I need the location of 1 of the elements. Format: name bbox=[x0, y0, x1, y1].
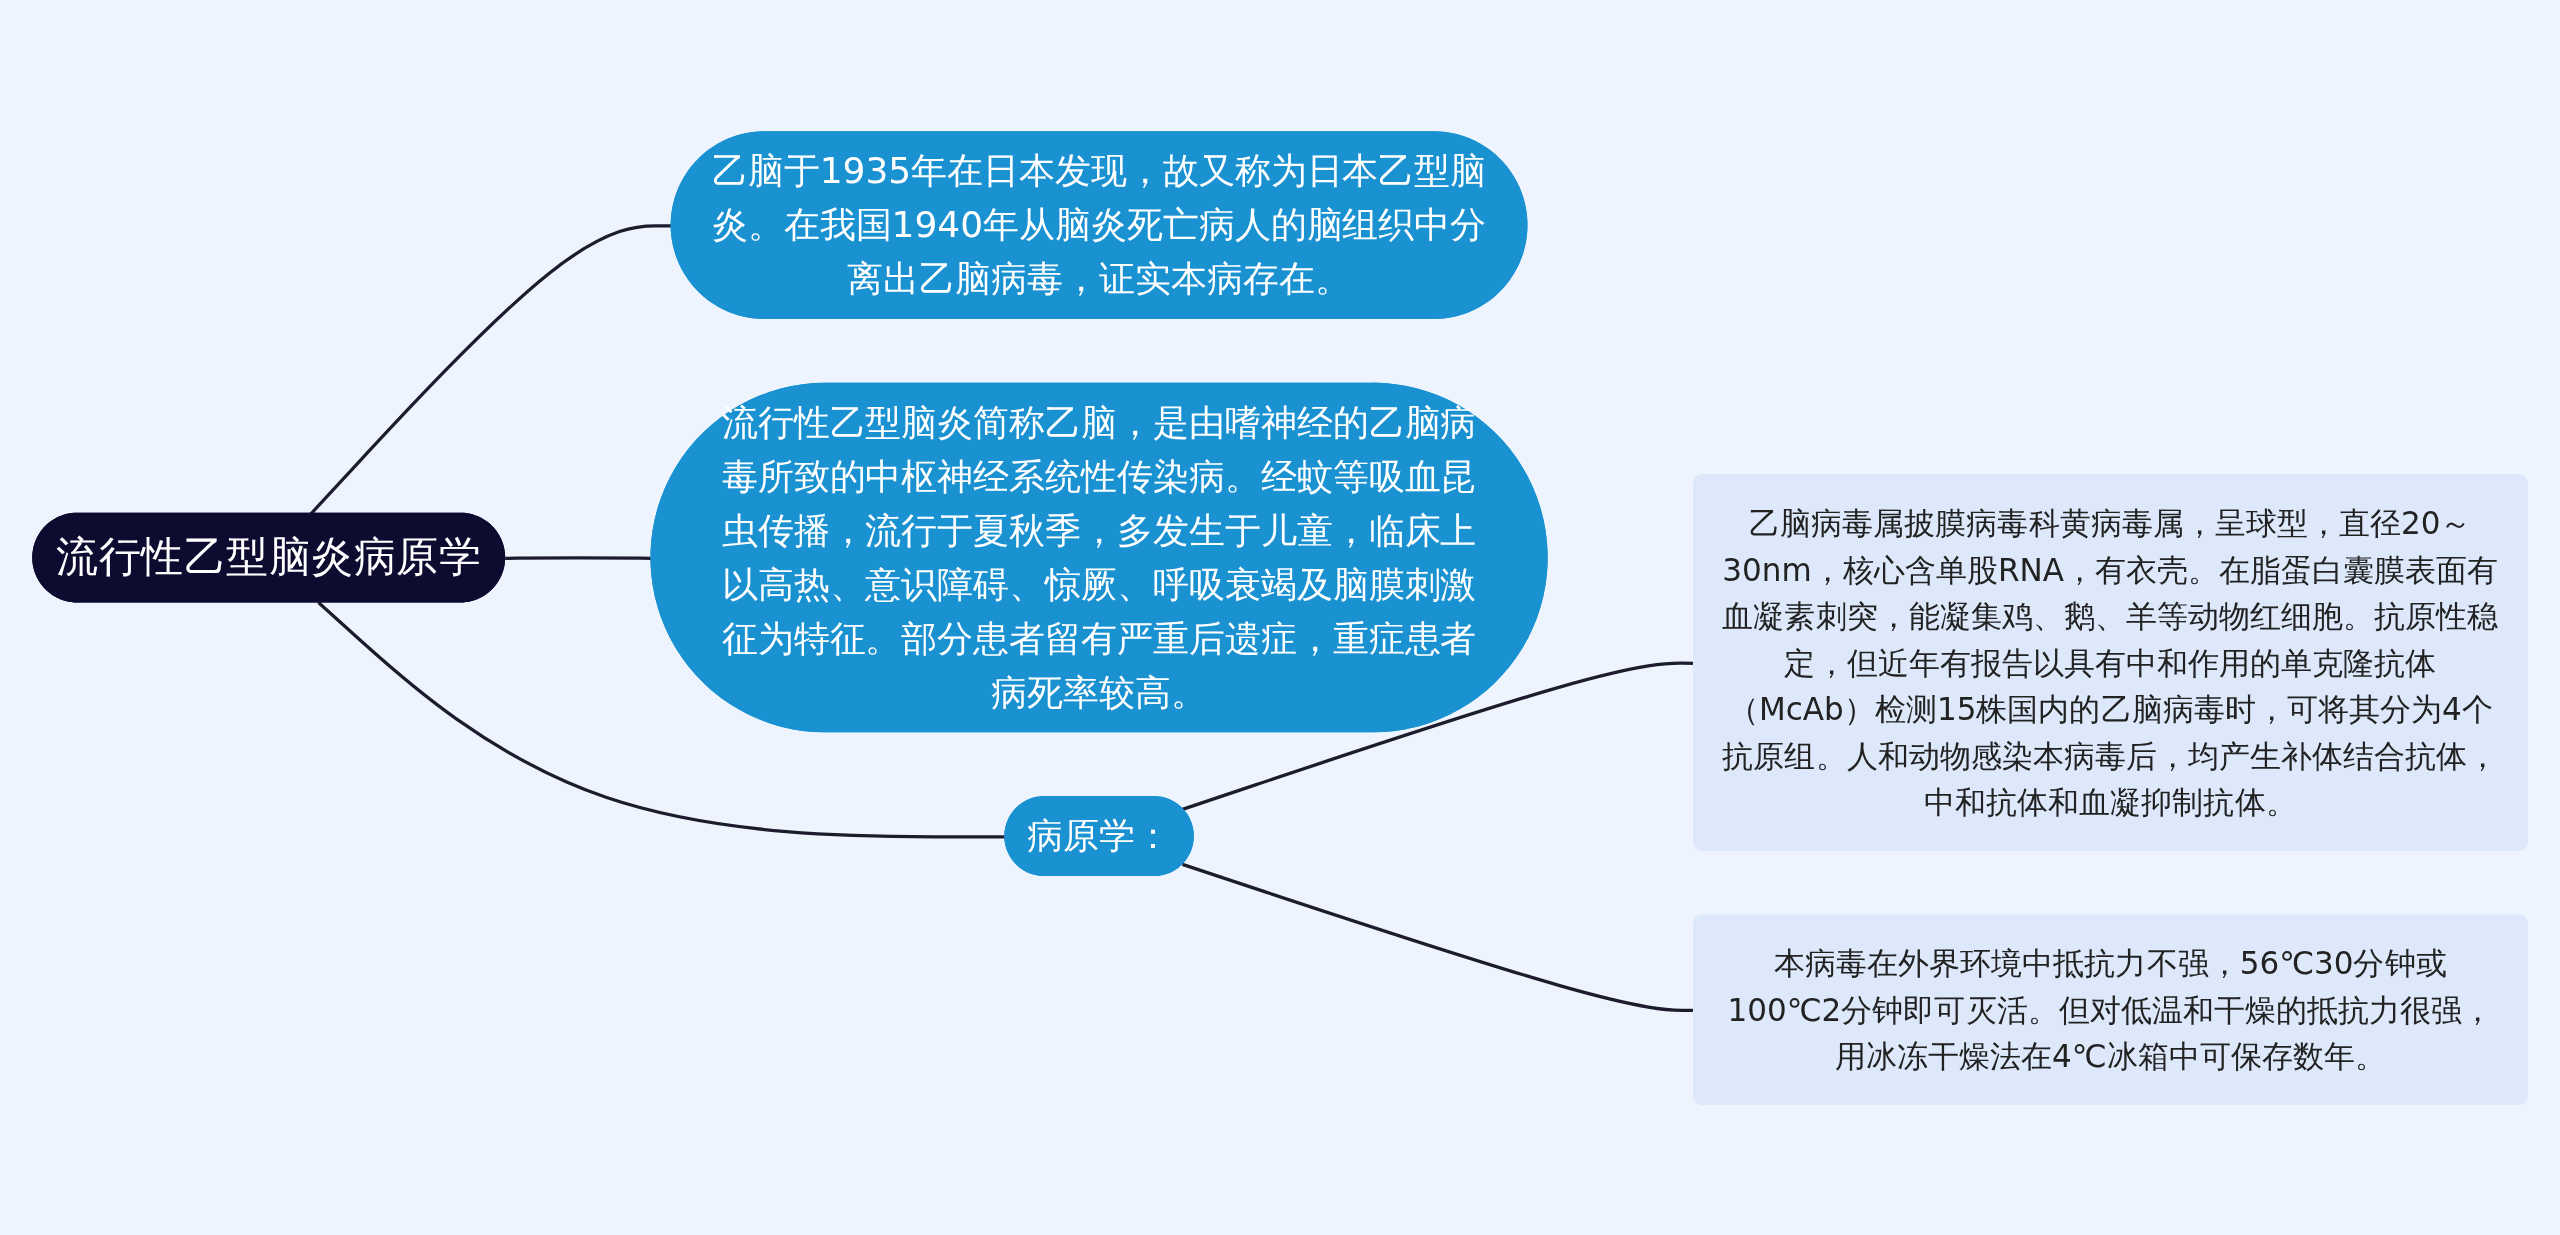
connector bbox=[317, 600, 1006, 839]
